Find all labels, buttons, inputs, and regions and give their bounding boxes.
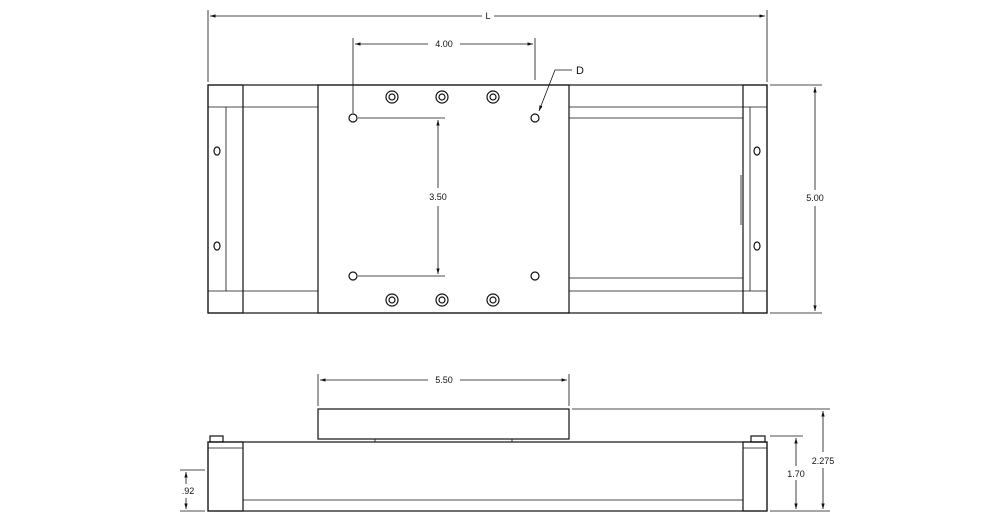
dimension-base-height: 1.70	[770, 435, 805, 509]
mounting-holes	[348, 113, 540, 281]
hole-callout-label: D	[576, 65, 584, 77]
dimension-mount-height: .92	[180, 469, 205, 512]
height-label: 5.00	[806, 193, 824, 203]
left-end-cap	[207, 84, 244, 314]
mount-height-label: .92	[182, 486, 195, 496]
right-rails	[569, 106, 743, 292]
carriage-width-label: 5.50	[435, 375, 453, 385]
side-view: 5.50 2.275 1.70 .92	[180, 374, 835, 512]
base-height-label: 1.70	[787, 469, 805, 479]
side-carriage	[317, 408, 570, 440]
left-rails	[243, 106, 318, 292]
top-view-outline	[207, 84, 768, 314]
dimension-carriage-width: 5.50	[317, 374, 570, 406]
carriage-plate	[317, 84, 570, 314]
dimension-height: 5.00	[770, 84, 824, 314]
hole-spacing-y-label: 3.50	[429, 192, 447, 202]
carriage-spacer	[374, 438, 513, 443]
total-height-label: 2.275	[812, 456, 835, 466]
length-label: L	[485, 11, 490, 21]
side-left-end-cap	[207, 435, 244, 512]
base-body	[207, 441, 768, 512]
side-right-end-cap	[742, 435, 768, 512]
right-end-cap	[742, 84, 768, 314]
dimension-length: L	[207, 10, 768, 82]
counterbored-holes	[385, 90, 500, 307]
dimension-hole-spacing-x: 4.00	[352, 38, 536, 113]
dimension-total-height: 2.275	[572, 408, 835, 512]
dimension-hole-spacing-y: 3.50	[358, 117, 447, 277]
top-view: L 4.00 D 3.50 5.00	[207, 10, 824, 314]
hole-callout: D	[538, 65, 584, 112]
hole-spacing-x-label: 4.00	[435, 39, 453, 49]
end-cap-screws	[213, 146, 761, 251]
